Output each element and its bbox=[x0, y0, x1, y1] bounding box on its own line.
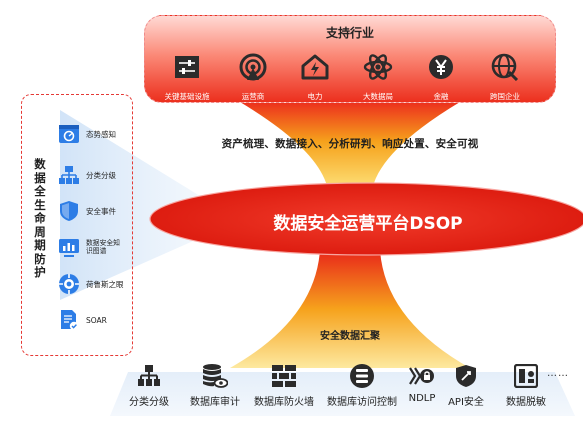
industry-label: 大数据局 bbox=[363, 92, 393, 101]
data-mask-icon bbox=[498, 362, 554, 390]
dashboard-icon bbox=[57, 122, 81, 146]
lifecycle-item-label: 安全事件 bbox=[86, 206, 116, 216]
tool-label: API安全 bbox=[448, 397, 484, 408]
lifecycle-item-label: 态势感知 bbox=[86, 129, 116, 139]
database-list-icon bbox=[322, 362, 402, 390]
hierarchy-icon bbox=[57, 163, 81, 187]
yen-coin-icon bbox=[426, 52, 456, 82]
shield-icon bbox=[57, 199, 81, 223]
tool-label: 数据库访问控制 bbox=[327, 397, 397, 408]
lifecycle-item-label: 数据安全知识图谱 bbox=[86, 239, 120, 255]
chart-monitor-icon bbox=[57, 236, 81, 260]
atom-icon bbox=[363, 52, 393, 82]
ndlp-icon bbox=[405, 362, 439, 390]
industry-panel: 支持行业 关键基础设施 运营商 电力 大数据局 金融 跨国企业 bbox=[144, 15, 556, 103]
lifecycle-item-classification: 分类分级 bbox=[57, 163, 116, 187]
lifecycle-title: 数据全生命周期防护 bbox=[34, 157, 46, 279]
lifecycle-item-soar: SOAR bbox=[57, 308, 107, 332]
tool-label: 分类分级 bbox=[129, 397, 169, 408]
industry-panel-title: 支持行业 bbox=[325, 26, 374, 40]
tool-db-audit: 数据库审计 bbox=[184, 362, 246, 408]
sliders-icon bbox=[172, 52, 202, 82]
industry-label: 跨国企业 bbox=[490, 92, 520, 101]
lifecycle-item-events: 安全事件 bbox=[57, 199, 116, 223]
lifecycle-item-horus-eye: 荷鲁斯之眼 bbox=[57, 272, 124, 296]
tool-label: 数据脱敏 bbox=[506, 397, 546, 408]
signal-tower-icon bbox=[238, 52, 268, 82]
industry-item-multinational: 跨国企业 bbox=[473, 52, 537, 102]
industry-label: 电力 bbox=[307, 92, 323, 101]
industry-item-infrastructure: 关键基础设施 bbox=[155, 52, 219, 102]
lifecycle-panel bbox=[21, 94, 133, 356]
document-check-icon bbox=[57, 308, 81, 332]
tool-label: 数据库审计 bbox=[190, 397, 240, 408]
platform-ellipse bbox=[149, 182, 583, 256]
tool-api-security: API安全 bbox=[442, 362, 490, 408]
lifecycle-item-label: 分类分级 bbox=[86, 170, 116, 180]
lifecycle-item-situation: 态势感知 bbox=[57, 122, 116, 146]
tool-ndlp: NDLP bbox=[405, 362, 439, 404]
tool-db-access-control: 数据库访问控制 bbox=[322, 362, 402, 408]
aggregate-label: 安全数据汇聚 bbox=[320, 331, 380, 342]
industry-item-power: 电力 bbox=[283, 52, 347, 102]
industry-item-finance: 金融 bbox=[409, 52, 473, 102]
capabilities-text: 资产梳理、数据接入、分析研判、响应处置、安全可视 bbox=[221, 138, 479, 150]
lifecycle-item-label: 荷鲁斯之眼 bbox=[86, 279, 124, 289]
eye-target-icon bbox=[57, 272, 81, 296]
tool-label: NDLP bbox=[408, 393, 436, 404]
power-house-icon bbox=[300, 52, 330, 82]
api-shield-icon bbox=[442, 362, 490, 390]
hierarchy-icon bbox=[124, 362, 174, 390]
lifecycle-item-knowledge-graph: 数据安全知识图谱 bbox=[57, 236, 126, 260]
industry-item-bigdata: 大数据局 bbox=[346, 52, 410, 102]
industry-label: 金融 bbox=[433, 92, 449, 101]
tool-classification: 分类分级 bbox=[124, 362, 174, 408]
industry-label: 运营商 bbox=[241, 92, 265, 101]
globe-icon bbox=[490, 52, 520, 82]
more-tools-ellipsis: …… bbox=[547, 368, 569, 379]
upper-funnel bbox=[240, 102, 460, 190]
tool-label: 数据库防火墙 bbox=[254, 397, 314, 408]
industry-label: 关键基础设施 bbox=[164, 92, 210, 101]
industry-item-carrier: 运营商 bbox=[221, 52, 285, 102]
platform-title: 数据安全运营平台DSOP bbox=[273, 214, 463, 234]
lower-funnel bbox=[230, 250, 470, 368]
lifecycle-item-label: SOAR bbox=[86, 315, 107, 325]
tool-db-firewall: 数据库防火墙 bbox=[250, 362, 318, 408]
tool-data-masking: 数据脱敏 bbox=[498, 362, 554, 408]
database-eye-icon bbox=[184, 362, 246, 390]
firewall-icon bbox=[250, 362, 318, 390]
